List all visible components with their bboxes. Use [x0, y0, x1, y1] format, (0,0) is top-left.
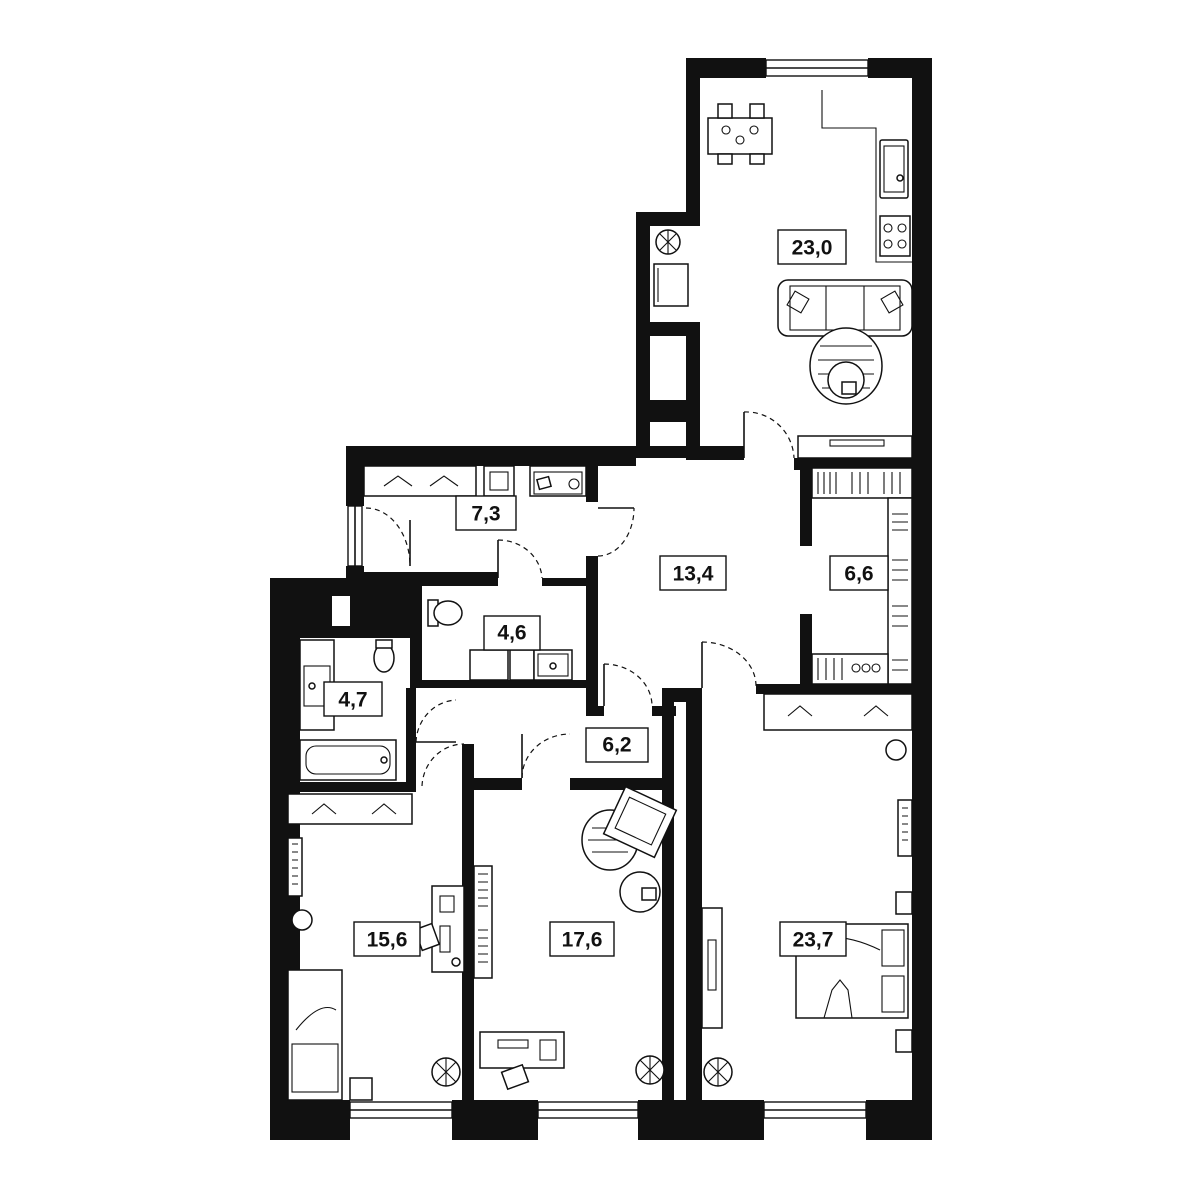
windows: [347, 59, 869, 1119]
outer-walls: [270, 58, 932, 1140]
room-label-bedroom-left: 15,6: [353, 921, 421, 957]
toilet-icon: [373, 639, 395, 673]
plant-icon: [703, 1057, 733, 1087]
room-area-bathroom: 4,7: [338, 689, 367, 712]
desk-icon: [479, 1031, 565, 1069]
furniture: [287, 90, 913, 1101]
plant-icon: [431, 1057, 461, 1087]
room-area-bathroom-small: 4,6: [497, 622, 526, 645]
room-label-hall: 13,4: [659, 555, 727, 591]
room-area-wardrobe-entry: 7,3: [471, 503, 500, 526]
room-area-bedroom-middle: 17,6: [562, 929, 603, 952]
room-area-bedroom-master: 23,7: [793, 929, 834, 952]
room-area-bedroom-left: 15,6: [367, 929, 408, 952]
bathtub-icon: [299, 739, 397, 781]
room-label-bedroom-master: 23,7: [779, 921, 847, 957]
room-label-bathroom: 4,7: [323, 681, 383, 717]
room-label-corridor: 6,2: [585, 727, 649, 763]
plant-icon: [635, 1055, 665, 1085]
plant-icon: [655, 229, 681, 255]
room-area-corridor: 6,2: [602, 734, 631, 757]
doors: [365, 411, 795, 790]
inner-walls: [300, 458, 912, 1100]
room-label-wardrobe-entry: 7,3: [455, 495, 517, 531]
room-label-walk-in-closet: 6,6: [829, 555, 889, 591]
room-area-walk-in-closet: 6,6: [844, 563, 873, 586]
room-label-bedroom-middle: 17,6: [549, 921, 615, 957]
room-area-hall: 13,4: [673, 563, 714, 586]
desk-icon: [431, 885, 465, 973]
room-label-bathroom-small: 4,6: [483, 615, 541, 651]
room-area-living-kitchen: 23,0: [792, 237, 833, 260]
dining-table-icon: [707, 103, 773, 165]
toilet-icon: [427, 599, 463, 627]
armchair-icon: [602, 785, 678, 859]
bed-icon: [287, 969, 343, 1101]
room-label-living-kitchen: 23,0: [777, 229, 847, 265]
